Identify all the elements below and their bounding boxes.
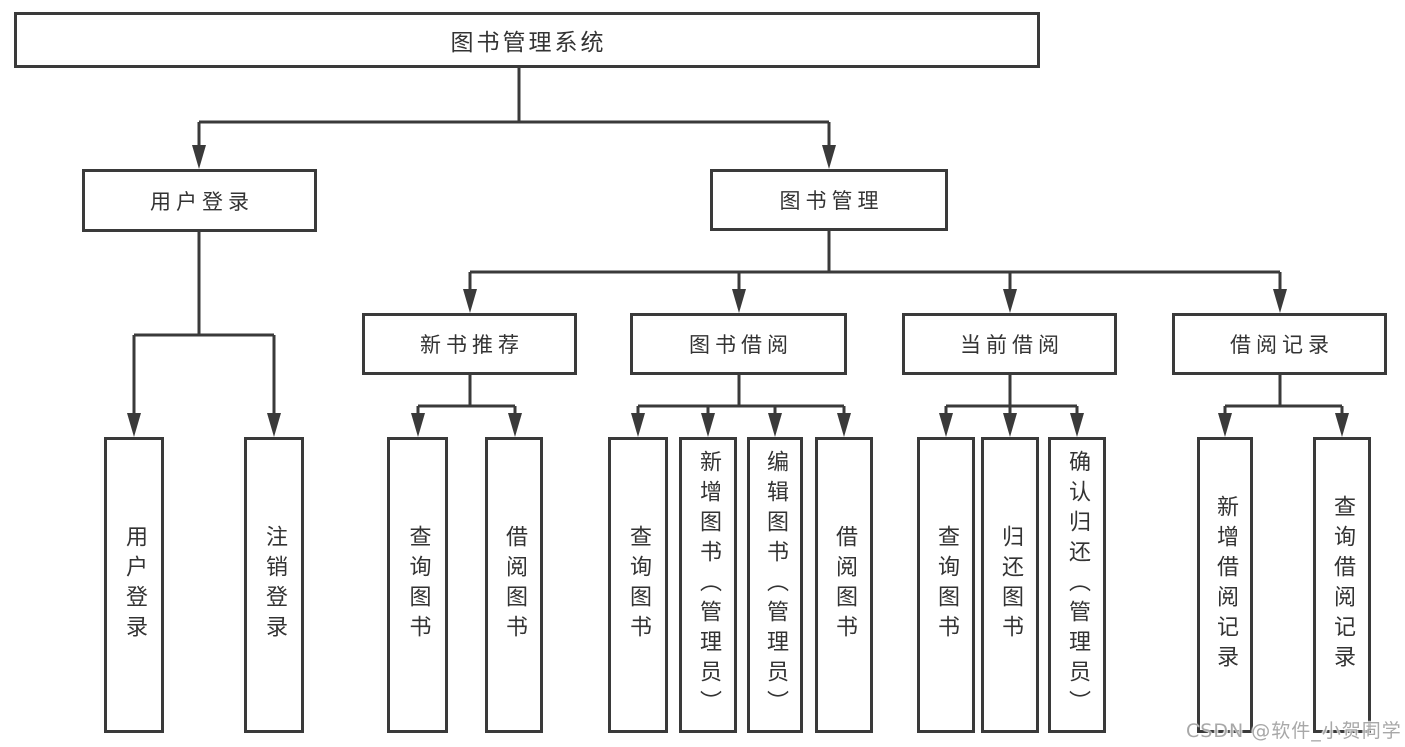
node-label: 图书管理系统 — [450, 30, 607, 56]
leaf-label: 注销登录 — [262, 525, 287, 645]
leaf-record-add-borrow-record: 新增借阅记录 — [1197, 437, 1253, 733]
leaf-logout: 注销登录 — [244, 437, 304, 733]
leaf-label: 编辑图书（管理员） — [763, 450, 788, 720]
leaf-label: 查询图书 — [934, 525, 959, 645]
leaf-label: 新增借阅记录 — [1213, 495, 1238, 675]
node-label: 借阅记录 — [1230, 333, 1334, 357]
node-borrowing-records: 借阅记录 — [1172, 313, 1387, 375]
leaf-label: 借阅图书 — [502, 525, 527, 645]
node-library-management-system: 图书管理系统 — [14, 12, 1040, 68]
leaf-label: 确认归还（管理员） — [1065, 450, 1090, 720]
leaf-current-query-book: 查询图书 — [917, 437, 975, 733]
leaf-borrow-borrow-book: 借阅图书 — [815, 437, 873, 733]
node-book-management: 图书管理 — [710, 169, 948, 231]
leaf-current-confirm-return-admin: 确认归还（管理员） — [1048, 437, 1106, 733]
leaf-borrow-query-book: 查询图书 — [608, 437, 668, 733]
leaf-current-return-book: 归还图书 — [981, 437, 1039, 733]
node-book-borrowing: 图书借阅 — [630, 313, 847, 375]
leaf-label: 查询图书 — [405, 525, 431, 645]
leaf-newbook-borrow-book: 借阅图书 — [485, 437, 543, 733]
leaf-borrow-add-book-admin: 新增图书（管理员） — [679, 437, 737, 733]
node-label: 图书借阅 — [689, 333, 793, 357]
leaf-label: 查询图书 — [626, 525, 651, 645]
node-label: 当前借阅 — [960, 333, 1064, 357]
csdn-watermark: CSDN @软件_小贺同学 — [1186, 720, 1402, 742]
node-current-borrowing: 当前借阅 — [902, 313, 1117, 375]
node-user-login: 用户登录 — [82, 169, 317, 232]
leaf-user-login: 用户登录 — [104, 437, 164, 733]
leaf-label: 归还图书 — [998, 525, 1023, 645]
node-new-book-recommend: 新书推荐 — [362, 313, 577, 375]
node-label: 用户登录 — [150, 189, 254, 214]
leaf-newbook-query-book: 查询图书 — [387, 437, 448, 733]
leaf-borrow-edit-book-admin: 编辑图书（管理员） — [747, 437, 803, 733]
node-label: 图书管理 — [779, 189, 884, 213]
leaf-record-query-borrow-record: 查询借阅记录 — [1313, 437, 1371, 733]
leaf-label: 新增图书（管理员） — [696, 450, 721, 720]
leaf-label: 查询借阅记录 — [1330, 495, 1355, 675]
leaf-label: 借阅图书 — [832, 525, 857, 645]
node-label: 新书推荐 — [420, 333, 524, 357]
leaf-label: 用户登录 — [122, 525, 147, 645]
